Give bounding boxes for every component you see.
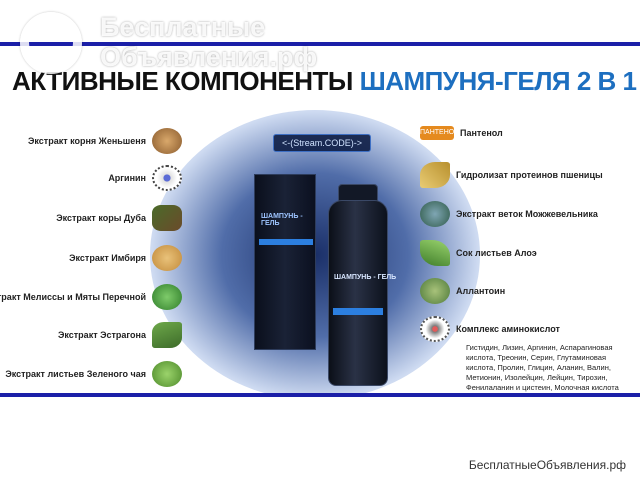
product-box: ШАМПУНЬ - ГЕЛЬ — [254, 174, 316, 350]
ingredient-item: Экстракт Эстрагона — [58, 320, 182, 350]
amino-acid-description: Гистидин, Лизин, Аргинин, Аспарагиновая … — [466, 343, 619, 392]
aloe-icon — [420, 240, 450, 266]
juniper-icon — [420, 201, 450, 227]
bottle-label: ШАМПУНЬ - ГЕЛЬ — [334, 274, 397, 281]
ingredient-label: Экстракт корня Женьшеня — [28, 136, 146, 146]
ingredient-item: Гидролизат протеинов пшеницы — [420, 162, 603, 188]
box-label: ШАМПУНЬ - ГЕЛЬ — [261, 213, 303, 227]
ginseng-icon — [152, 128, 182, 154]
ingredient-item: Экстракт корня Женьшеня — [28, 126, 182, 156]
ingredient-label: Экстракт коры Дуба — [56, 213, 146, 223]
ingredient-label: Экстракт Эстрагона — [57, 330, 146, 340]
ingredient-item: Аргинин — [108, 163, 182, 193]
title-part-blue: ШАМПУНЯ-ГЕЛЯ 2 В 1 — [359, 66, 637, 96]
allantoin-icon — [420, 278, 450, 304]
ingredient-item: ПАНТЕНОЛ Пантенол — [420, 126, 503, 140]
ingredient-label: Экстракт листьев Зеленого чая — [5, 369, 146, 379]
ingredient-label: Комплекс аминокислот — [456, 324, 560, 334]
ingredient-label: Сок листьев Алоэ — [456, 248, 537, 258]
ingredient-item: Сок листьев Алоэ — [420, 240, 537, 266]
ginger-icon — [152, 245, 182, 271]
title-part-dark: АКТИВНЫЕ КОМПОНЕНТЫ — [12, 66, 360, 96]
ingredient-label: Пантенол — [460, 128, 503, 138]
ingredient-label: Аргинин — [108, 173, 146, 183]
mint-icon — [152, 284, 182, 310]
product-banner: АКТИВНЫЕ КОМПОНЕНТЫ ШАМПУНЯ-ГЕЛЯ 2 В 1 <… — [0, 42, 640, 397]
tarragon-icon — [152, 322, 182, 348]
ingredient-item: Экстракт листьев Зеленого чая — [5, 359, 182, 389]
ingredient-item: Аллантоин — [420, 278, 505, 304]
ingredient-label: Экстракт Имбиря — [69, 253, 146, 263]
ingredient-item: Комплекс аминокислот — [420, 316, 560, 342]
oak-bark-icon — [152, 205, 182, 231]
amino-acid-icon — [420, 316, 450, 342]
ingredient-item: Экстракт Мелиссы и Мяты Перечной — [0, 282, 182, 312]
panthenol-icon: ПАНТЕНОЛ — [420, 126, 459, 140]
footer-site-name: БесплатныеОбъявления.рф — [468, 458, 626, 472]
banner-title: АКТИВНЫЕ КОМПОНЕНТЫ ШАМПУНЯ-ГЕЛЯ 2 В 1 — [12, 66, 637, 97]
ingredient-item: Экстракт коры Дуба — [56, 203, 182, 233]
product-bottle — [328, 200, 388, 386]
ingredient-label: Экстракт веток Можжевельника — [456, 209, 598, 219]
bottle-stripe — [333, 308, 383, 315]
green-tea-icon — [152, 361, 182, 387]
molecule-icon — [152, 165, 182, 191]
ingredient-label: Аллантоин — [456, 286, 506, 296]
wheat-icon — [420, 162, 450, 188]
box-stripe — [259, 239, 313, 245]
ingredient-item: Экстракт веток Можжевельника — [420, 201, 598, 227]
ingredient-label: Гидролизат протеинов пшеницы — [456, 170, 603, 180]
ingredient-label: Экстракт Мелиссы и Мяты Перечной — [0, 292, 146, 302]
watermark-line1: Бесплатные — [100, 12, 266, 42]
ingredient-item: Экстракт Имбиря — [69, 243, 182, 273]
stream-code-badge: <-(Stream.CODE)-> — [273, 134, 371, 152]
